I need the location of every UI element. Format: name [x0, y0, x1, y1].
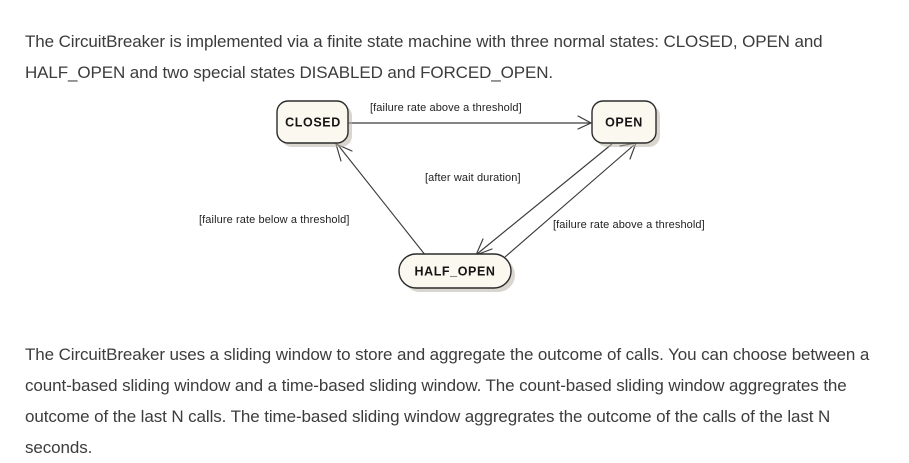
transition-half-open-to-open	[504, 142, 637, 258]
transition-closed-to-open	[348, 115, 593, 130]
state-node-closed[interactable]: CLOSED	[276, 100, 352, 147]
transition-open-to-half-open	[474, 143, 613, 257]
sliding-window-paragraph: The CircuitBreaker uses a sliding window…	[25, 345, 870, 457]
edge-label-closed-to-open: [failure rate above a threshold]	[370, 102, 522, 114]
state-label-open: OPEN	[605, 115, 643, 129]
edge-label-half-open-to-open: [failure rate above a threshold]	[553, 219, 705, 231]
state-node-half-open[interactable]: HALF_OPEN	[398, 253, 515, 292]
transition-half-open-to-closed	[335, 142, 427, 257]
state-machine-diagram: CLOSED OPEN HALF_OPEN [failure rate abov…	[0, 80, 909, 310]
state-label-closed: CLOSED	[285, 115, 341, 129]
state-label-half-open: HALF_OPEN	[414, 264, 495, 278]
edge-label-half-open-to-closed: [failure rate below a threshold]	[199, 214, 350, 226]
state-node-open[interactable]: OPEN	[591, 100, 660, 147]
edge-label-open-to-half-open: [after wait duration]	[425, 172, 521, 184]
intro-paragraph: The CircuitBreaker is implemented via a …	[25, 32, 823, 82]
